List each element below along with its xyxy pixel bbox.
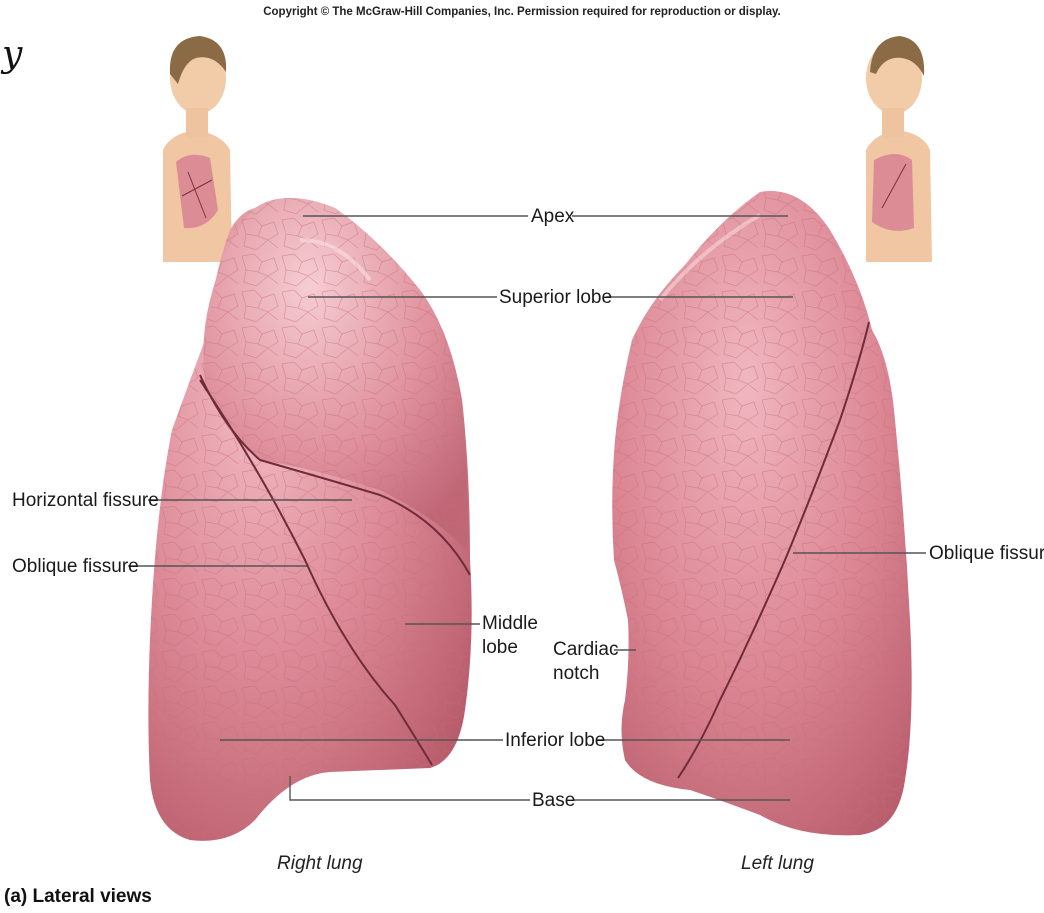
left-lung-title: Left lung <box>741 853 814 875</box>
label-inferior-lobe: Inferior lobe <box>505 730 605 752</box>
leader-base-right <box>290 776 530 800</box>
label-cardiac-notch: Cardiac notch <box>553 638 618 686</box>
copyright-notice: Copyright © The McGraw-Hill Companies, I… <box>0 6 1044 18</box>
label-oblique-fissure-right: Oblique fissure <box>12 556 139 578</box>
right-orientation-figure <box>163 36 232 262</box>
label-superior-lobe: Superior lobe <box>499 287 612 309</box>
right-lung <box>148 198 471 841</box>
figure-caption: (a) Lateral views <box>4 886 152 908</box>
label-apex: Apex <box>531 206 574 228</box>
left-orientation-figure <box>866 36 932 262</box>
corner-glyph: y <box>2 34 22 75</box>
label-oblique-fissure-left: Oblique fissure <box>929 543 1044 565</box>
label-horizontal-fissure: Horizontal fissure <box>12 490 159 512</box>
left-lung <box>612 191 911 835</box>
right-lung-title: Right lung <box>277 853 363 875</box>
label-base: Base <box>532 790 575 812</box>
label-middle-lobe: Middle lobe <box>482 612 538 660</box>
